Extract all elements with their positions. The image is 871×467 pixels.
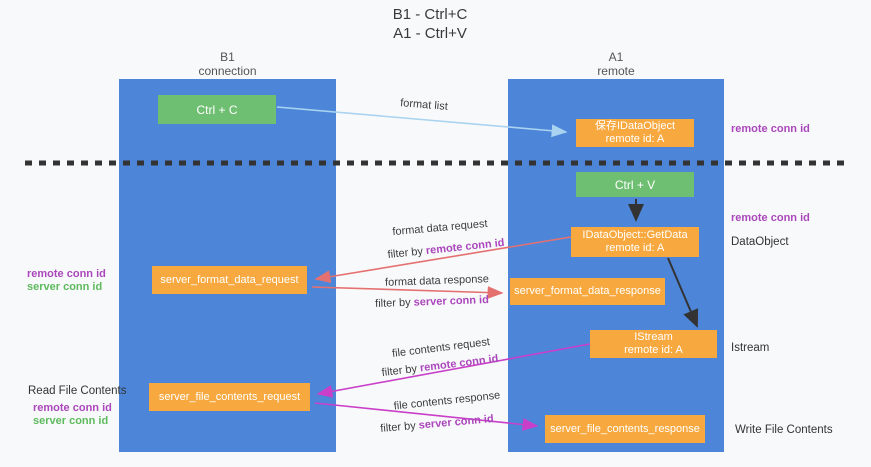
- left-column-name: B1: [220, 50, 235, 64]
- remote-conn-id-annotation-bottom-left: remote conn id: [33, 402, 112, 414]
- server-conn-id-text: server conn id: [418, 413, 495, 432]
- filter-by-text: filter by: [379, 419, 417, 435]
- file-response-filter-label: filter by server conn id: [380, 413, 494, 435]
- right-column-header: A1 remote: [508, 50, 724, 78]
- ctrl-c-box: Ctrl + C: [158, 95, 276, 124]
- file-contents-response-label: file contents response: [393, 389, 501, 413]
- write-file-contents-annotation: Write File Contents: [735, 424, 833, 436]
- istream-line1: IStream: [634, 331, 673, 343]
- server-file-contents-request-box: server_file_contents_request: [149, 383, 310, 411]
- istream-box: IStream remote id: A: [590, 330, 717, 358]
- diagram-title: B1 - Ctrl+C A1 - Ctrl+V: [330, 5, 530, 43]
- server-format-data-request-label: server_format_data_request: [160, 273, 299, 286]
- remote-conn-id-text: remote conn id: [425, 236, 505, 258]
- title-line-1: B1 - Ctrl+C: [392, 6, 468, 23]
- right-column-name: A1: [608, 50, 624, 64]
- format-response-filter-label: filter by server conn id: [375, 294, 489, 310]
- filter-by-text: filter by: [387, 245, 424, 262]
- server-conn-id-annotation-bottom-left: server conn id: [33, 415, 109, 427]
- remote-conn-id-annotation-left: remote conn id: [27, 268, 106, 280]
- server-conn-id-annotation-left: server conn id: [27, 281, 103, 293]
- left-column-subtitle: connection: [198, 64, 257, 78]
- ctrl-c-label: Ctrl + C: [196, 102, 238, 117]
- filter-by-text: filter by: [381, 362, 418, 380]
- dataobject-annotation: DataObject: [731, 236, 789, 248]
- save-dataobject-box: 保存IDataObject remote id: A: [576, 119, 694, 147]
- server-file-contents-request-label: server_file_contents_request: [158, 390, 301, 403]
- right-column-subtitle: remote: [597, 64, 635, 78]
- server-file-contents-response-label: server_file_contents_response: [550, 422, 700, 435]
- istream-line2: remote id: A: [624, 344, 683, 356]
- format-data-request-label: format data request: [391, 217, 489, 239]
- server-format-data-request-box: server_format_data_request: [152, 266, 307, 294]
- ctrl-v-label: Ctrl + V: [614, 177, 656, 192]
- server-format-data-response-box: server_format_data_response: [510, 278, 665, 305]
- istream-annotation: Istream: [731, 342, 770, 354]
- ctrl-v-box: Ctrl + V: [576, 172, 694, 197]
- server-file-contents-response-box: server_file_contents_response: [545, 415, 705, 443]
- server-conn-id-text: server conn id: [413, 294, 490, 309]
- left-column-header: B1 connection: [119, 50, 336, 78]
- server-format-data-response-label: server_format_data_response: [514, 285, 661, 297]
- title-line-2: A1 - Ctrl+V: [393, 25, 467, 42]
- getdata-line1: IDataObject::GetData: [582, 229, 688, 241]
- save-dataobject-line2: remote id: A: [605, 133, 665, 145]
- filter-by-text: filter by: [374, 296, 411, 310]
- save-dataobject-line1: 保存IDataObject: [594, 120, 676, 132]
- remote-conn-id-annotation-mid: remote conn id: [731, 212, 810, 224]
- getdata-line2: remote id: A: [605, 242, 665, 254]
- format-list-label: format list: [399, 97, 449, 113]
- format-data-response-label: format data response: [384, 273, 490, 289]
- getdata-box: IDataObject::GetData remote id: A: [571, 227, 699, 257]
- read-file-contents-annotation: Read File Contents: [28, 385, 127, 397]
- format-request-filter-label: filter by remote conn id: [387, 237, 505, 261]
- remote-conn-id-text: remote conn id: [419, 352, 499, 375]
- remote-conn-id-annotation-top: remote conn id: [731, 123, 810, 135]
